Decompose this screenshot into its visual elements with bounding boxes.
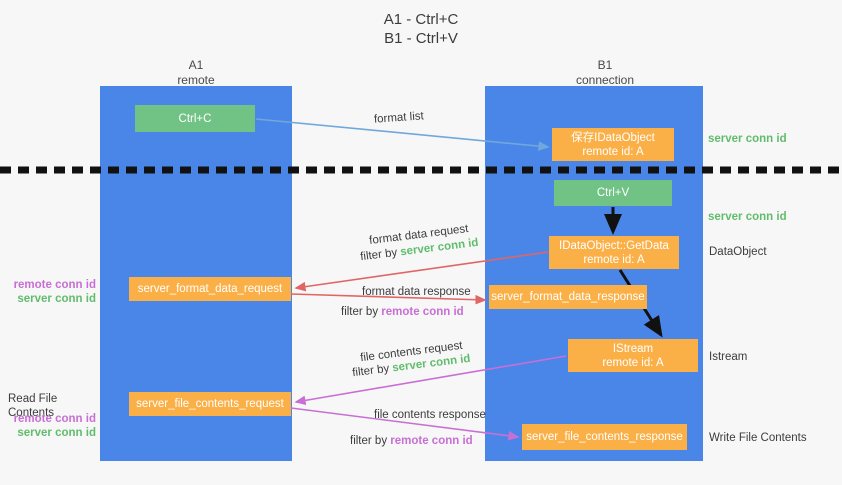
node-server-format-data-response[interactable]: server_format_data_response (489, 285, 647, 309)
caption-filter-by-1: filter by (359, 246, 402, 264)
caption-remote-conn-id-1: remote conn id (381, 306, 464, 318)
node-getdata-line2: remote id: A (583, 253, 645, 266)
title-line-1: A1 - Ctrl+C (383, 11, 459, 28)
node-ctrl-c[interactable]: Ctrl+C (135, 105, 255, 132)
node-istream-line1: IStream (612, 342, 654, 355)
label-read-file-contents: Read File Contents (8, 393, 58, 419)
label-write-file-contents: Write File Contents (709, 432, 807, 444)
caption-format-list: format list (373, 110, 425, 126)
label-remote-conn-id-1: remote conn id (13, 279, 96, 291)
node-server-format-data-request[interactable]: server_format_data_request (129, 277, 291, 301)
lane-a1-header: A1 remote (136, 58, 256, 88)
caption-remote-conn-id-2: remote conn id (390, 435, 473, 447)
label-left-conn-ids-bottom: remote conn id server conn id (8, 412, 96, 440)
node-server-format-data-request-label: server_format_data_request (137, 283, 283, 295)
label-server-conn-id-mid: server conn id (708, 211, 787, 223)
label-server-conn-id-top: server conn id (708, 133, 787, 145)
label-server-conn-id-2: server conn id (17, 427, 96, 439)
node-idataobject-line1: 保存IDataObject (571, 131, 655, 144)
caption-format-data-response-filter: filter by remote conn id (341, 305, 464, 320)
lane-b1-subtitle: connection (575, 73, 635, 87)
node-getdata-line1: IDataObject::GetData (559, 239, 669, 252)
label-istream: Istream (709, 351, 748, 363)
node-idataobject-line2: remote id: A (582, 145, 644, 158)
caption-filter-by-3: filter by (351, 362, 394, 380)
lane-b1-title: B1 (597, 58, 613, 72)
node-getdata[interactable]: IDataObject::GetData remote id: A (549, 236, 679, 269)
node-server-file-contents-response-label: server_file_contents_response (526, 431, 683, 443)
caption-file-contents-response-filter: filter by remote conn id (350, 434, 473, 449)
node-server-format-data-response-label: server_format_data_response (491, 291, 645, 303)
caption-format-data-response: format data response (362, 286, 471, 298)
caption-filter-by-4: filter by (350, 435, 391, 447)
label-server-conn-id-1: server conn id (17, 293, 96, 305)
node-ctrl-v[interactable]: Ctrl+V (554, 180, 672, 206)
lane-b1-header: B1 connection (545, 58, 665, 88)
node-istream-line2: remote id: A (602, 356, 664, 369)
node-istream[interactable]: IStream remote id: A (568, 339, 698, 372)
caption-file-contents-response: file contents response (374, 409, 486, 421)
node-ctrl-c-label: Ctrl+C (178, 112, 212, 125)
label-left-conn-ids-top: remote conn id server conn id (8, 278, 96, 306)
node-server-file-contents-response[interactable]: server_file_contents_response (522, 424, 687, 450)
node-server-file-contents-request[interactable]: server_file_contents_request (129, 392, 291, 416)
node-ctrl-v-label: Ctrl+V (596, 187, 630, 199)
lane-a1-title: A1 (188, 58, 204, 72)
title-line-2: B1 - Ctrl+V (384, 30, 458, 47)
node-server-file-contents-request-label: server_file_contents_request (136, 398, 284, 410)
page-title: A1 - Ctrl+C B1 - Ctrl+V (0, 10, 842, 48)
lane-a1-subtitle: remote (177, 73, 215, 87)
node-idataobject[interactable]: 保存IDataObject remote id: A (552, 128, 674, 161)
caption-filter-by-2: filter by (341, 306, 382, 318)
label-dataobject: DataObject (709, 246, 767, 258)
label-remote-conn-id-2: remote conn id (13, 413, 96, 425)
